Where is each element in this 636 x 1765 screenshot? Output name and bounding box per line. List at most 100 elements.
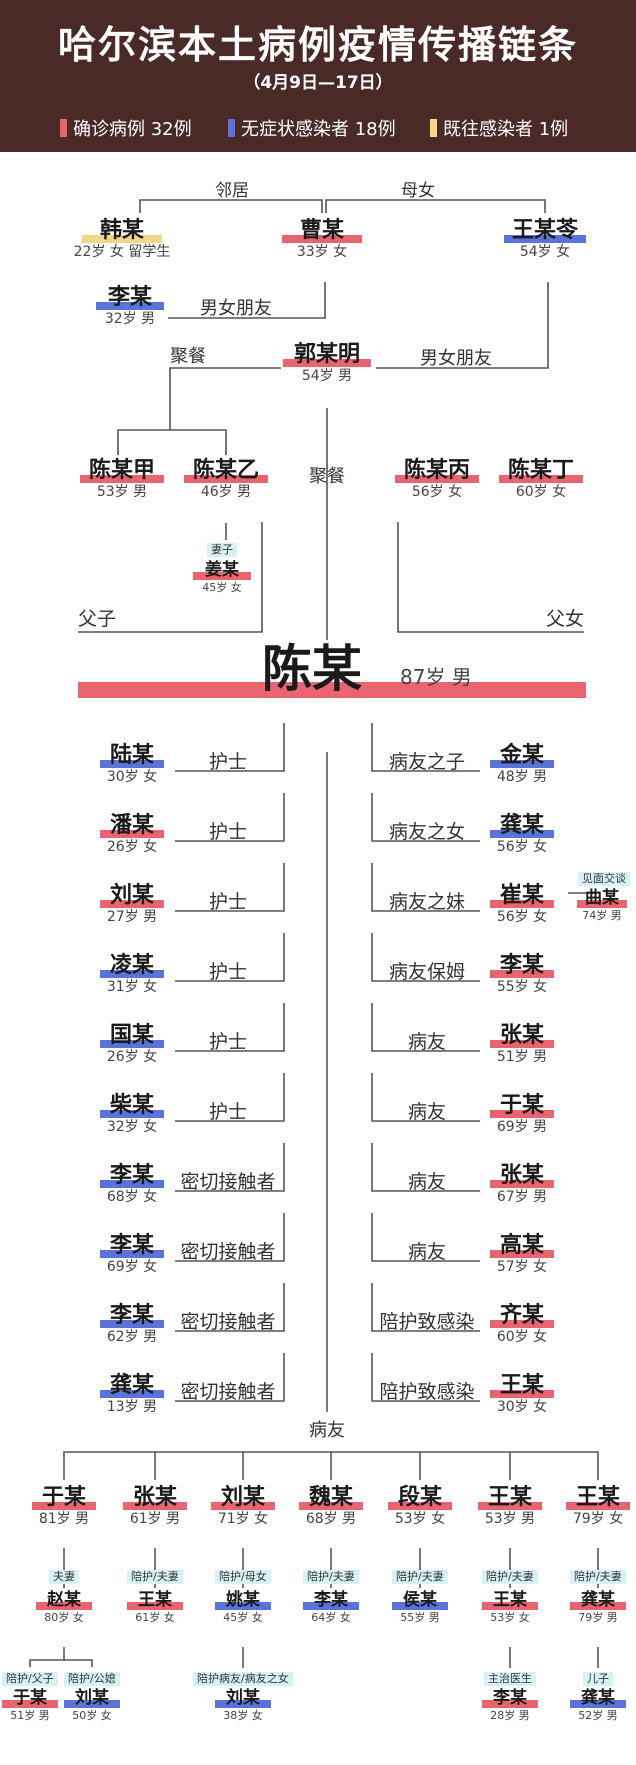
case-name: 王某 [499,1373,544,1398]
case-info: 64岁 女 [311,1611,351,1624]
legend-previous: 既往感染者 1例 [430,116,568,140]
case-name: 陈某甲 [88,458,155,483]
case-name: 李某 [109,1303,154,1328]
case-name: 国某 [109,1023,154,1048]
case-name: 于某 [499,1093,544,1118]
case-name: 段某 [397,1485,442,1510]
case-name: 龚某 [499,813,544,838]
case-name: 李某 [314,1590,348,1610]
case-name: 王某 [493,1590,527,1610]
case-info: 26岁 女 [106,1049,158,1065]
case-info: 60岁 女 [515,484,567,500]
case-name: 龚某 [581,1590,615,1610]
legend-label-confirmed: 确诊病例 32例 [73,119,192,140]
case-info: 54岁 男 [301,368,353,384]
status-bar-confirmed [32,1502,96,1510]
tag-meet: 见面交谈 [578,872,630,886]
status-bar-confirmed [193,572,251,580]
legend-swatch-previous [430,119,437,137]
status-bar-asymptomatic [490,830,554,838]
label-ward-mate: 病友 [309,1420,345,1441]
case-name: 魏某 [308,1485,353,1510]
case-name: 李某 [493,1688,527,1708]
status-bar-confirmed [482,1700,538,1708]
date-range-subtitle: （4月9日—17日） [243,73,393,93]
status-bar-asymptomatic [100,760,164,768]
legend-asymptomatic: 无症状感染者 18例 [228,116,396,140]
case-info: 38岁 女 [223,1709,263,1722]
right-connector-8 [371,1283,480,1332]
status-bar-asymptomatic [64,1700,120,1708]
right-relation-0: 病友之子 [389,751,466,773]
case-info: 68岁 女 [106,1189,158,1205]
status-bar-confirmed [570,1602,626,1610]
left-relation-5: 护士 [209,1101,248,1123]
case-info: 55岁 男 [400,1611,440,1624]
case-info: 31岁 女 [106,979,158,995]
status-bar-asymptomatic [392,1602,448,1610]
case-name: 陈某乙 [192,458,259,483]
case-name: 崔某 [499,883,544,908]
left-connector-7 [175,1213,285,1262]
case-name: 李某 [107,285,152,310]
left-relation-9: 密切接触者 [180,1381,276,1403]
case-info: 22岁 女 留学生 [73,244,171,260]
case-name: 赵某 [47,1590,81,1610]
legend-label-asymptomatic: 无症状感染者 18例 [241,119,396,140]
right-relation-8: 陪护致感染 [379,1311,475,1333]
case-name: 龚某 [581,1688,615,1708]
case-info: 62岁 男 [106,1329,158,1345]
left-relation-2: 护士 [209,891,248,913]
header-banner: 哈尔滨本土病例疫情传播链条 （4月9日—17日） 确诊病例 32例 无症状感染者… [0,0,636,152]
case-info: 61岁 男 [129,1511,181,1527]
right-connector-3 [371,933,480,982]
right-relation-7: 病友 [408,1241,447,1263]
left-relation-6: 密切接触者 [180,1171,276,1193]
bottom-tag-1: 陪护/夫妻 [127,1570,183,1584]
case-info: 48岁 男 [496,769,548,785]
right-connector-0 [371,723,480,772]
status-bar-confirmed [490,1320,554,1328]
case-name: 侯某 [403,1590,437,1610]
left-connector-9 [175,1353,285,1402]
case-name: 王某 [575,1485,620,1510]
label-bf-gf-2: 男女朋友 [420,348,492,369]
left-connector-6 [175,1143,285,1192]
case-name: 郭某明 [293,342,360,367]
status-bar-confirmed [100,830,164,838]
status-bar-confirmed [566,1502,630,1510]
left-relation-4: 护士 [209,1031,248,1053]
right-connector-1 [371,793,480,842]
case-info: 50岁 女 [72,1709,112,1722]
case-name: 李某 [109,1233,154,1258]
right-relation-4: 病友 [408,1031,447,1053]
bottom-third-tag-4: 儿子 [583,1672,613,1686]
left-connector-2 [175,863,285,912]
status-bar-asymptomatic [570,1700,626,1708]
case-name: 陈某 [262,640,362,698]
case-name: 陈某丁 [507,458,574,483]
status-bar-confirmed [36,1602,92,1610]
status-bar-confirmed [490,1040,554,1048]
